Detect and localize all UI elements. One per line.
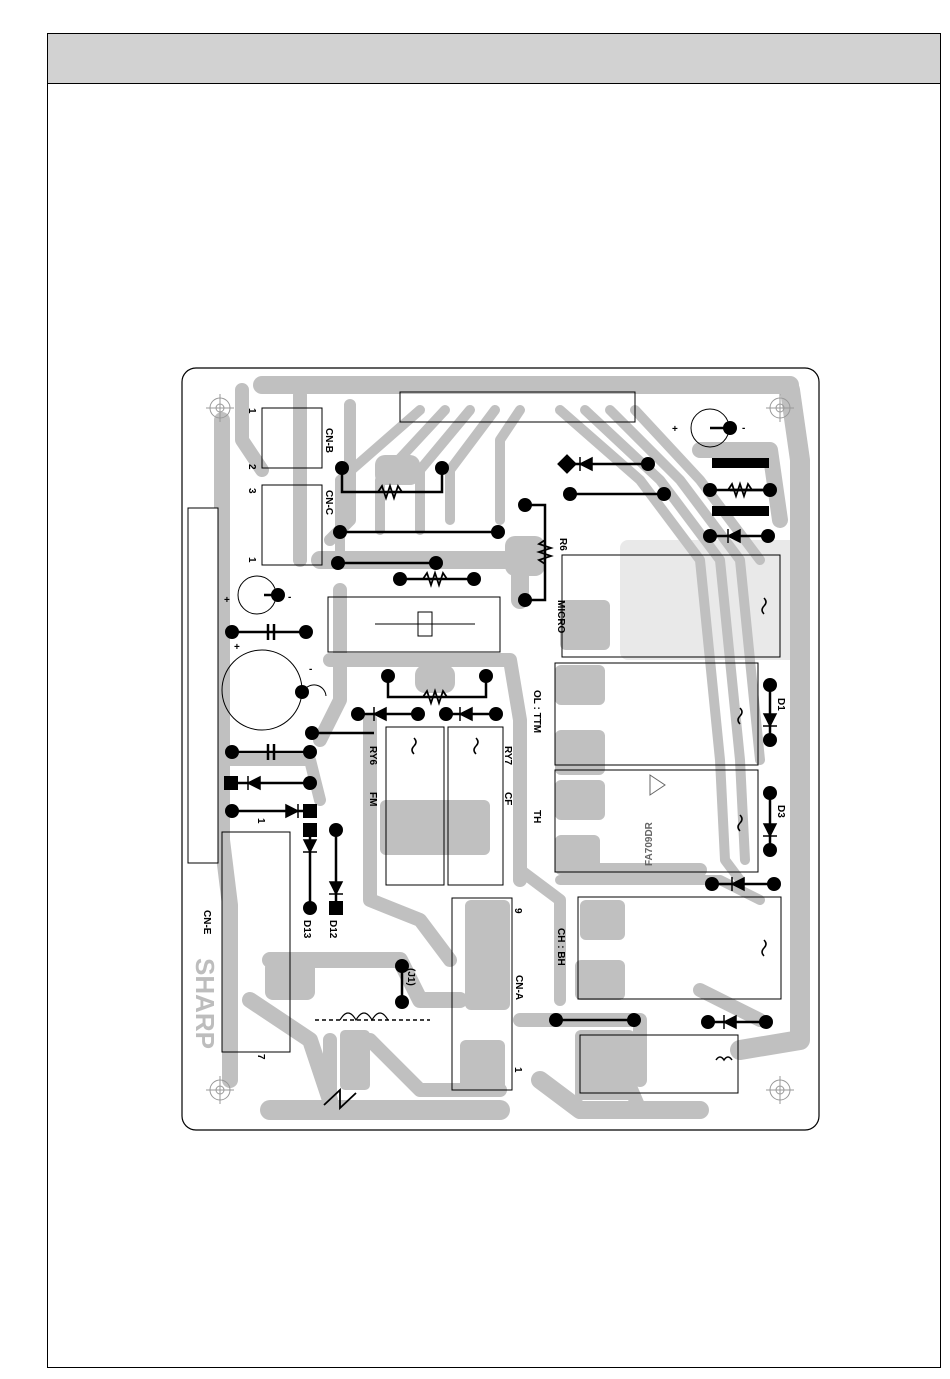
label-cn-c: CN-C bbox=[323, 490, 334, 515]
cap-minus-1: - bbox=[288, 592, 291, 603]
pin-2-cn-b: 2 bbox=[246, 464, 257, 470]
pin-9-cn-a: 9 bbox=[512, 908, 523, 914]
label-d13: D13 bbox=[301, 920, 312, 939]
label-j1: (J1) bbox=[405, 968, 416, 986]
label-ry7: RY7 bbox=[502, 746, 513, 766]
label-cn-e: CN-E bbox=[201, 910, 212, 935]
cap-plus-2: + bbox=[234, 642, 240, 653]
cap-plus-1: + bbox=[224, 595, 230, 606]
sharp-logo: SHARP bbox=[190, 958, 220, 1049]
label-cn-b: CN-B bbox=[323, 428, 334, 453]
label-ch-bh: CH : BH bbox=[555, 928, 566, 966]
pin-1-cn-b: 1 bbox=[246, 408, 257, 414]
pin-3-cn-c: 3 bbox=[246, 488, 257, 494]
cap-plus-3: + bbox=[672, 424, 678, 435]
label-r6: R6 bbox=[557, 538, 568, 551]
pin-1-cn-c: 1 bbox=[246, 557, 257, 563]
label-micro: MICRO bbox=[555, 600, 566, 634]
label-d1: D1 bbox=[775, 698, 786, 711]
label-ry6: RY6 bbox=[367, 746, 378, 766]
pin-1-cn-a: 1 bbox=[512, 1067, 523, 1073]
label-cn-a: CN-A bbox=[513, 975, 524, 1000]
label-th: TH bbox=[531, 810, 542, 823]
cap-minus-3: - bbox=[742, 423, 745, 434]
pin-1-cn-e: 1 bbox=[255, 818, 266, 824]
cap-minus-2: - bbox=[309, 664, 312, 675]
pin-7-cn-e: 7 bbox=[255, 1054, 266, 1060]
part-number: FA709DR bbox=[644, 821, 655, 866]
label-d3: D3 bbox=[775, 805, 786, 818]
label-fm: FM bbox=[367, 792, 378, 806]
label-cf: CF bbox=[502, 792, 513, 805]
label-d12: D12 bbox=[327, 920, 338, 939]
label-ol-ttm: OL : TTM bbox=[531, 690, 542, 733]
